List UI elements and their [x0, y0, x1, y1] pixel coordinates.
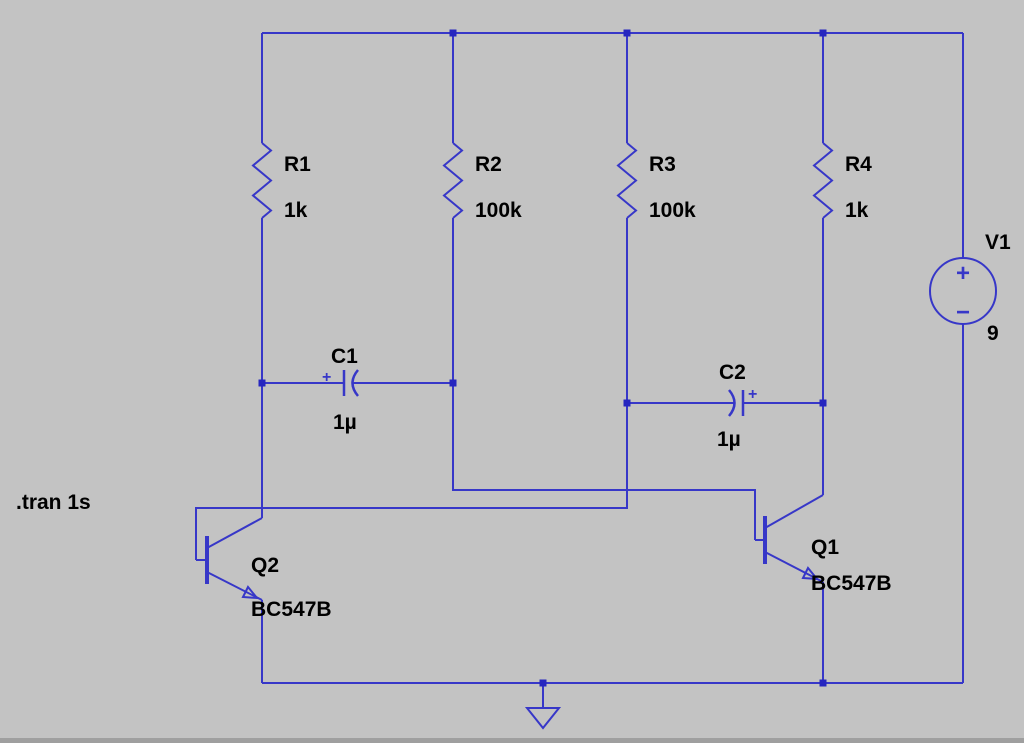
capacitor-plate-curved[interactable] [351, 369, 359, 397]
transistor-emitter-lead[interactable] [206, 571, 263, 601]
wire-r2-to-q1-base[interactable] [452, 383, 756, 540]
label-c1-designator[interactable]: C1 [331, 345, 358, 368]
label-r4-designator[interactable]: R4 [845, 153, 872, 176]
label-v1-value[interactable]: 9 [987, 322, 999, 345]
junction-dot [819, 29, 827, 37]
resistor-zigzag[interactable] [251, 142, 273, 219]
junction-dot [623, 399, 631, 407]
resistor-r2[interactable] [442, 142, 464, 219]
voltage-source-v1[interactable]: + − [929, 257, 997, 326]
resistor-r1[interactable] [251, 142, 273, 219]
label-c1-value[interactable]: 1µ [333, 411, 357, 434]
label-q2-designator[interactable]: Q2 [251, 554, 279, 577]
junction-dot [449, 379, 457, 387]
label-r1-value[interactable]: 1k [284, 199, 308, 222]
polarity-plus-icon: + [748, 386, 757, 403]
label-v1-designator[interactable]: V1 [985, 231, 1011, 254]
label-r2-designator[interactable]: R2 [475, 153, 502, 176]
transistor-q1[interactable] [755, 494, 824, 583]
resistor-r4[interactable] [812, 142, 834, 219]
labels: R1 1k R2 100k R3 100k R4 1k C1 1µ C2 1µ … [16, 153, 1011, 621]
label-q1-value[interactable]: BC547B [811, 572, 892, 595]
ground-symbol[interactable] [524, 707, 562, 730]
ground-triangle-icon[interactable] [524, 707, 562, 730]
capacitor-plate-curved[interactable] [728, 389, 736, 417]
wires [195, 32, 964, 708]
label-c2-designator[interactable]: C2 [719, 361, 746, 384]
label-r3-value[interactable]: 100k [649, 199, 696, 222]
junction-dots [258, 29, 827, 687]
polarity-plus-icon: + [322, 369, 331, 386]
label-r3-designator[interactable]: R3 [649, 153, 676, 176]
junction-dot [539, 679, 547, 687]
resistor-zigzag[interactable] [616, 142, 638, 219]
emitter-arrow-icon [241, 585, 260, 600]
wire-r3-to-q2-base[interactable] [195, 403, 628, 560]
transistor-collector-lead[interactable] [764, 494, 824, 529]
resistor-r3[interactable] [616, 142, 638, 219]
voltage-source-circle[interactable] [929, 257, 997, 325]
resistor-zigzag[interactable] [442, 142, 464, 219]
emitter-arrow-icon [801, 566, 820, 581]
junction-dot [819, 679, 827, 687]
junction-dot [258, 379, 266, 387]
capacitor-c2[interactable]: + [728, 386, 757, 417]
label-r4-value[interactable]: 1k [845, 199, 869, 222]
junction-dot [623, 29, 631, 37]
transistor-collector-lead[interactable] [206, 517, 263, 549]
capacitor-c1[interactable]: + [322, 369, 359, 397]
window-bottom-edge [0, 738, 1024, 743]
label-q2-value[interactable]: BC547B [251, 598, 332, 621]
label-r1-designator[interactable]: R1 [284, 153, 311, 176]
label-q1-designator[interactable]: Q1 [811, 536, 839, 559]
junction-dot [819, 399, 827, 407]
transistor-q2[interactable] [196, 517, 263, 601]
resistor-zigzag[interactable] [812, 142, 834, 219]
junction-dot [449, 29, 457, 37]
plus-terminal-icon: + [956, 260, 970, 287]
spice-directive[interactable]: .tran 1s [16, 491, 91, 514]
transistor-emitter-lead[interactable] [764, 551, 824, 583]
label-c2-value[interactable]: 1µ [717, 428, 741, 451]
label-r2-value[interactable]: 100k [475, 199, 522, 222]
minus-terminal-icon: − [956, 299, 970, 326]
